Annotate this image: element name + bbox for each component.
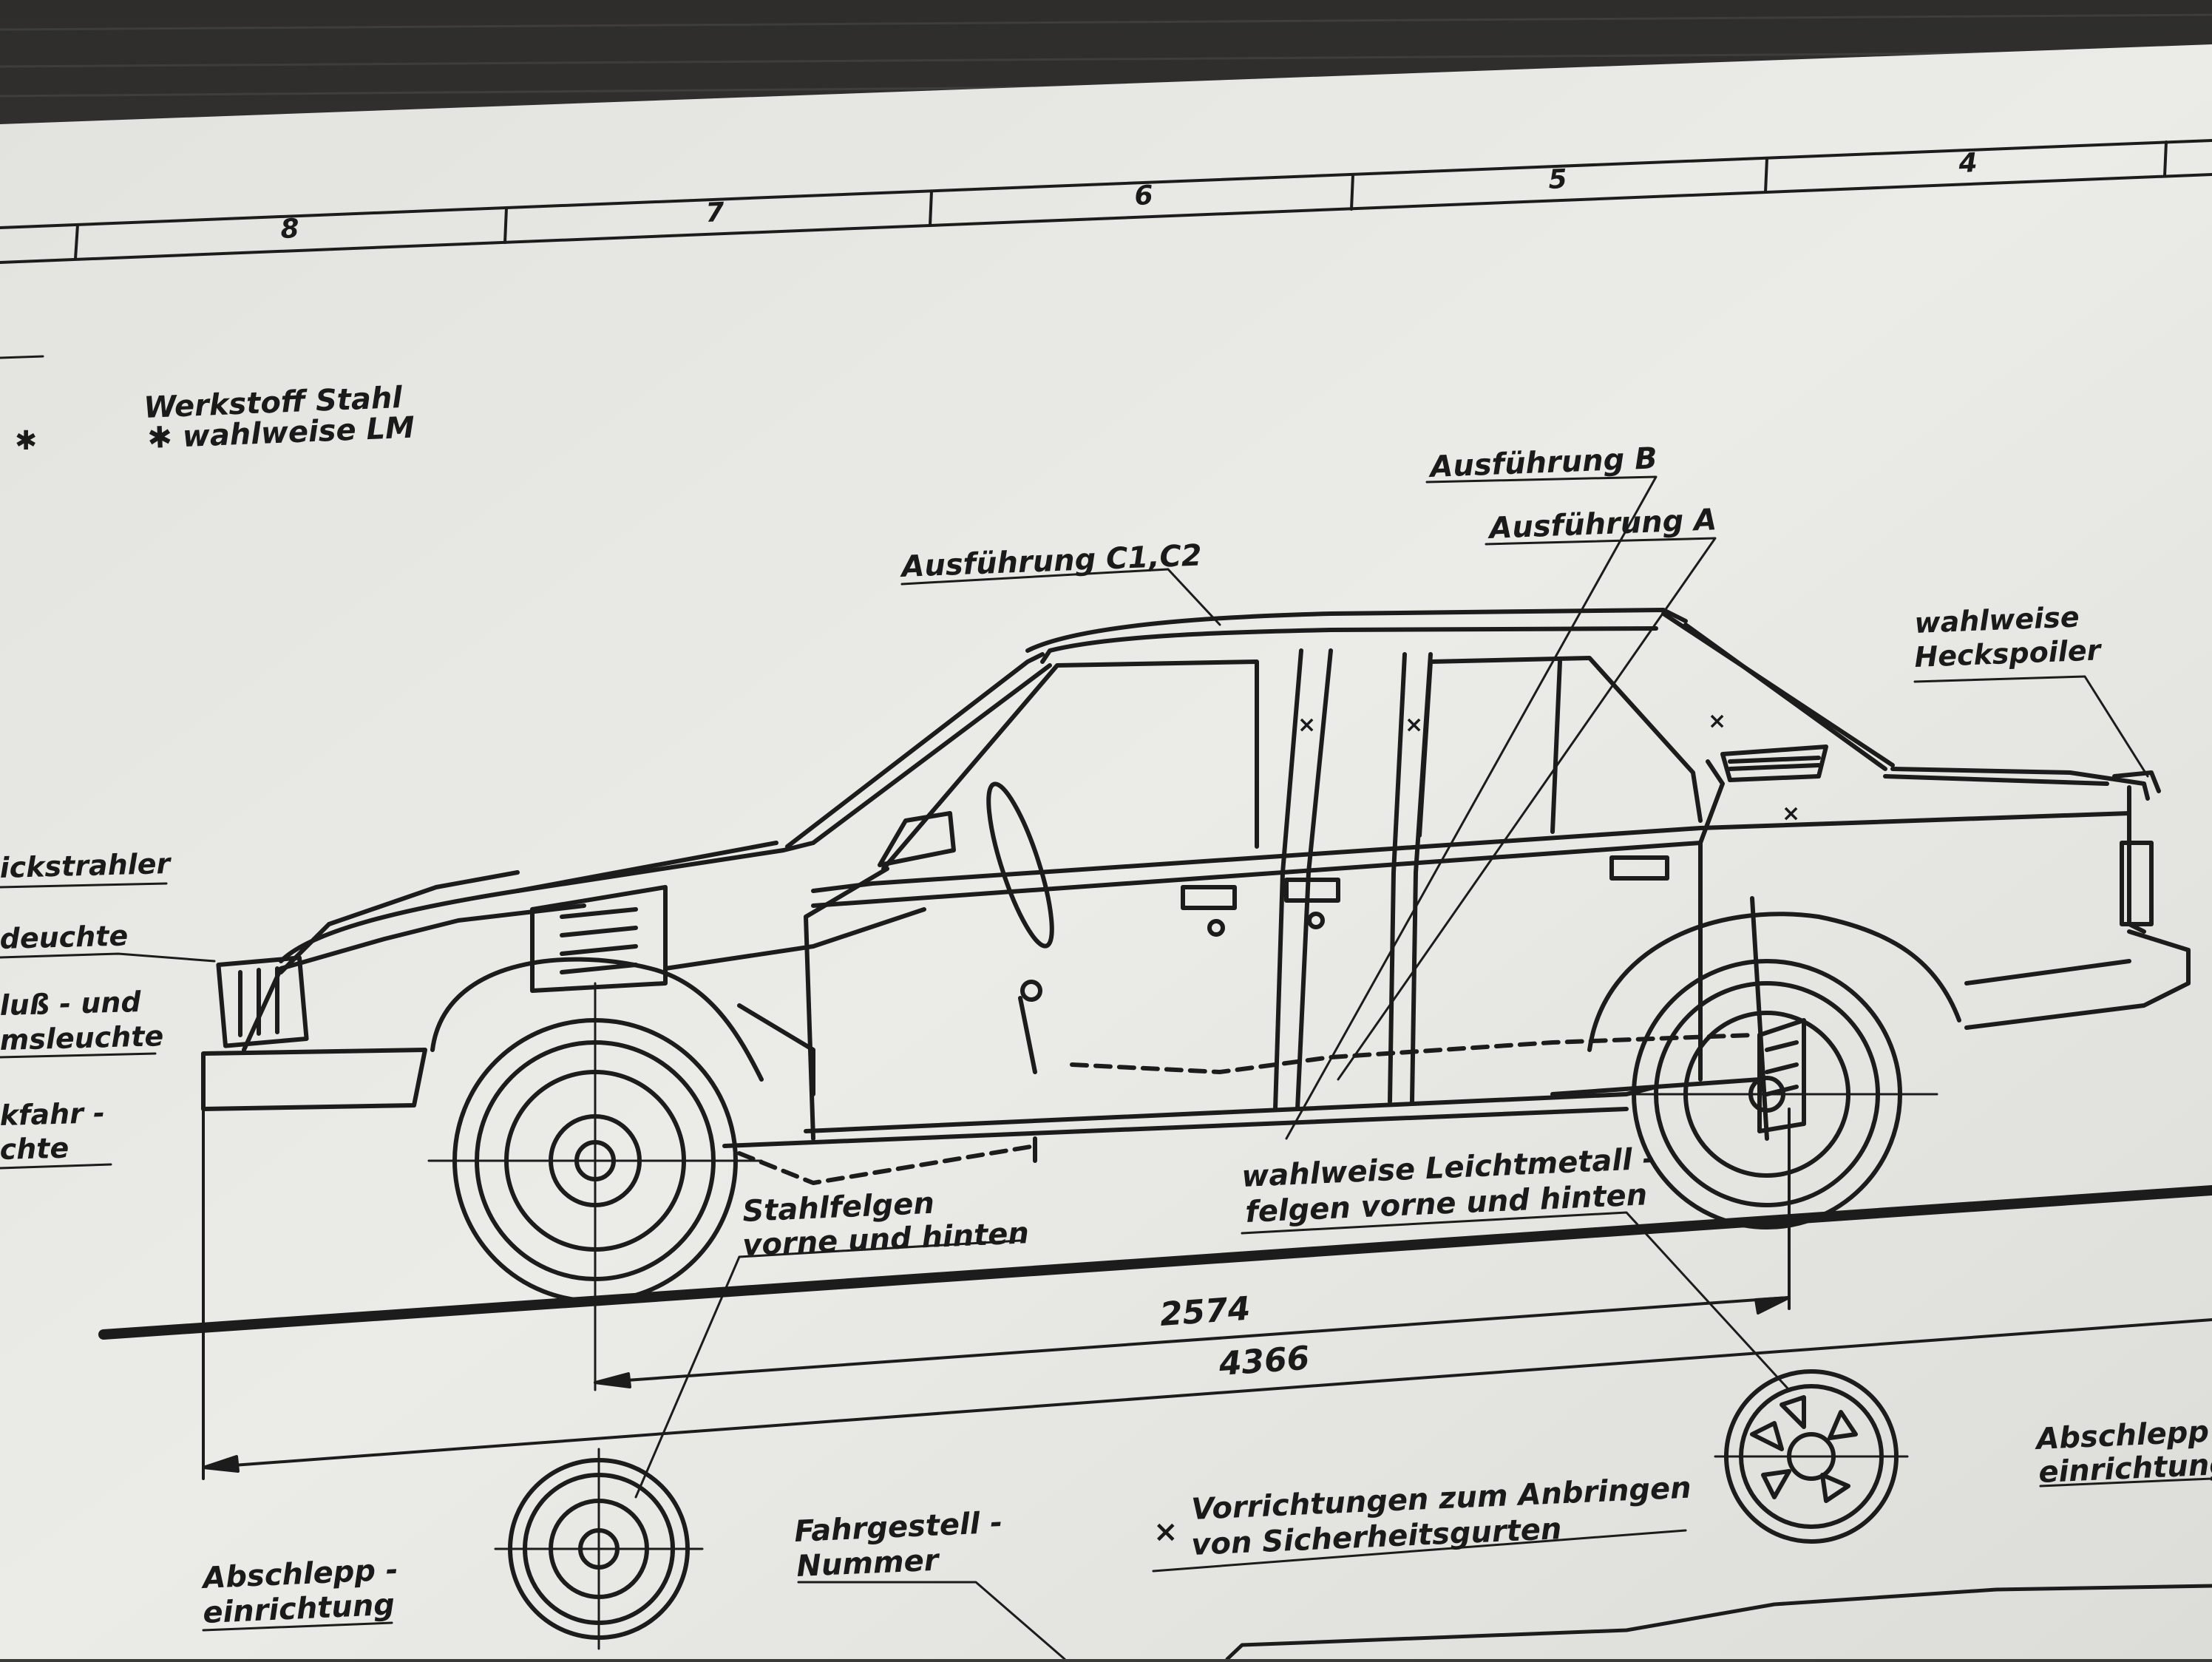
paper-sheet [0, 44, 2212, 1659]
rear-wheel [1603, 959, 1938, 1229]
legend-mark: ✱ [15, 426, 37, 456]
label-ablauf-2: msleuchte [0, 1020, 164, 1056]
seatbelt-mark-1: ⨯ [1297, 712, 1316, 738]
label-abschlepp-left-2: einrichtung [202, 1588, 395, 1630]
ruler-zone-4: 4 [1958, 148, 1978, 179]
label-rueckstrahler: ickstrahler [0, 847, 172, 884]
front-wheel [427, 982, 763, 1391]
zone-ruler [0, 139, 2212, 264]
label-abschlepp-right-1: Abschlepp - [2033, 1414, 2212, 1457]
alloy-wheel-detail [1714, 1369, 1909, 1544]
ground-line [98, 1185, 2212, 1340]
ruler-zone-6: 6 [1134, 180, 1154, 211]
seatbelt-mark-2: ⨯ [1405, 712, 1423, 738]
label-heckspoiler-1: wahlweise [1914, 600, 2080, 640]
bottom-car-outline [1225, 1584, 2212, 1661]
ruler-zone-8: 8 [280, 214, 300, 245]
seatbelt-mark-4: ⨯ [1782, 801, 1800, 827]
label-rueckfahr-1: kfahr - [0, 1096, 105, 1132]
seatbelt-mark-3: ⨯ [1708, 708, 1726, 734]
dimension-length: 4366 [1217, 1340, 1311, 1383]
label-heckspoiler-2: Heckspoiler [1914, 634, 2103, 674]
dimension-lines [202, 1063, 2212, 1480]
label-leuchte: deuchte [0, 919, 129, 955]
ruler-zone-7: 7 [705, 197, 725, 228]
label-fahrgestell-2: Nummer [795, 1544, 940, 1584]
leader-lines [0, 475, 2212, 1661]
label-rueckfahr-2: chte [0, 1132, 69, 1166]
steel-wheel-detail [494, 1448, 704, 1650]
ruler-zone-5: 5 [1548, 164, 1568, 195]
label-stahlfelgen-1: Stahlfelgen [742, 1187, 934, 1229]
label-seatbelt-mark: ⨯ [1153, 1515, 1178, 1549]
dimension-wheelbase: 2574 [1158, 1290, 1252, 1334]
label-abschlepp-right-2: einrichtung [2038, 1448, 2212, 1490]
label-ablauf-1: luß - und [0, 986, 142, 1022]
